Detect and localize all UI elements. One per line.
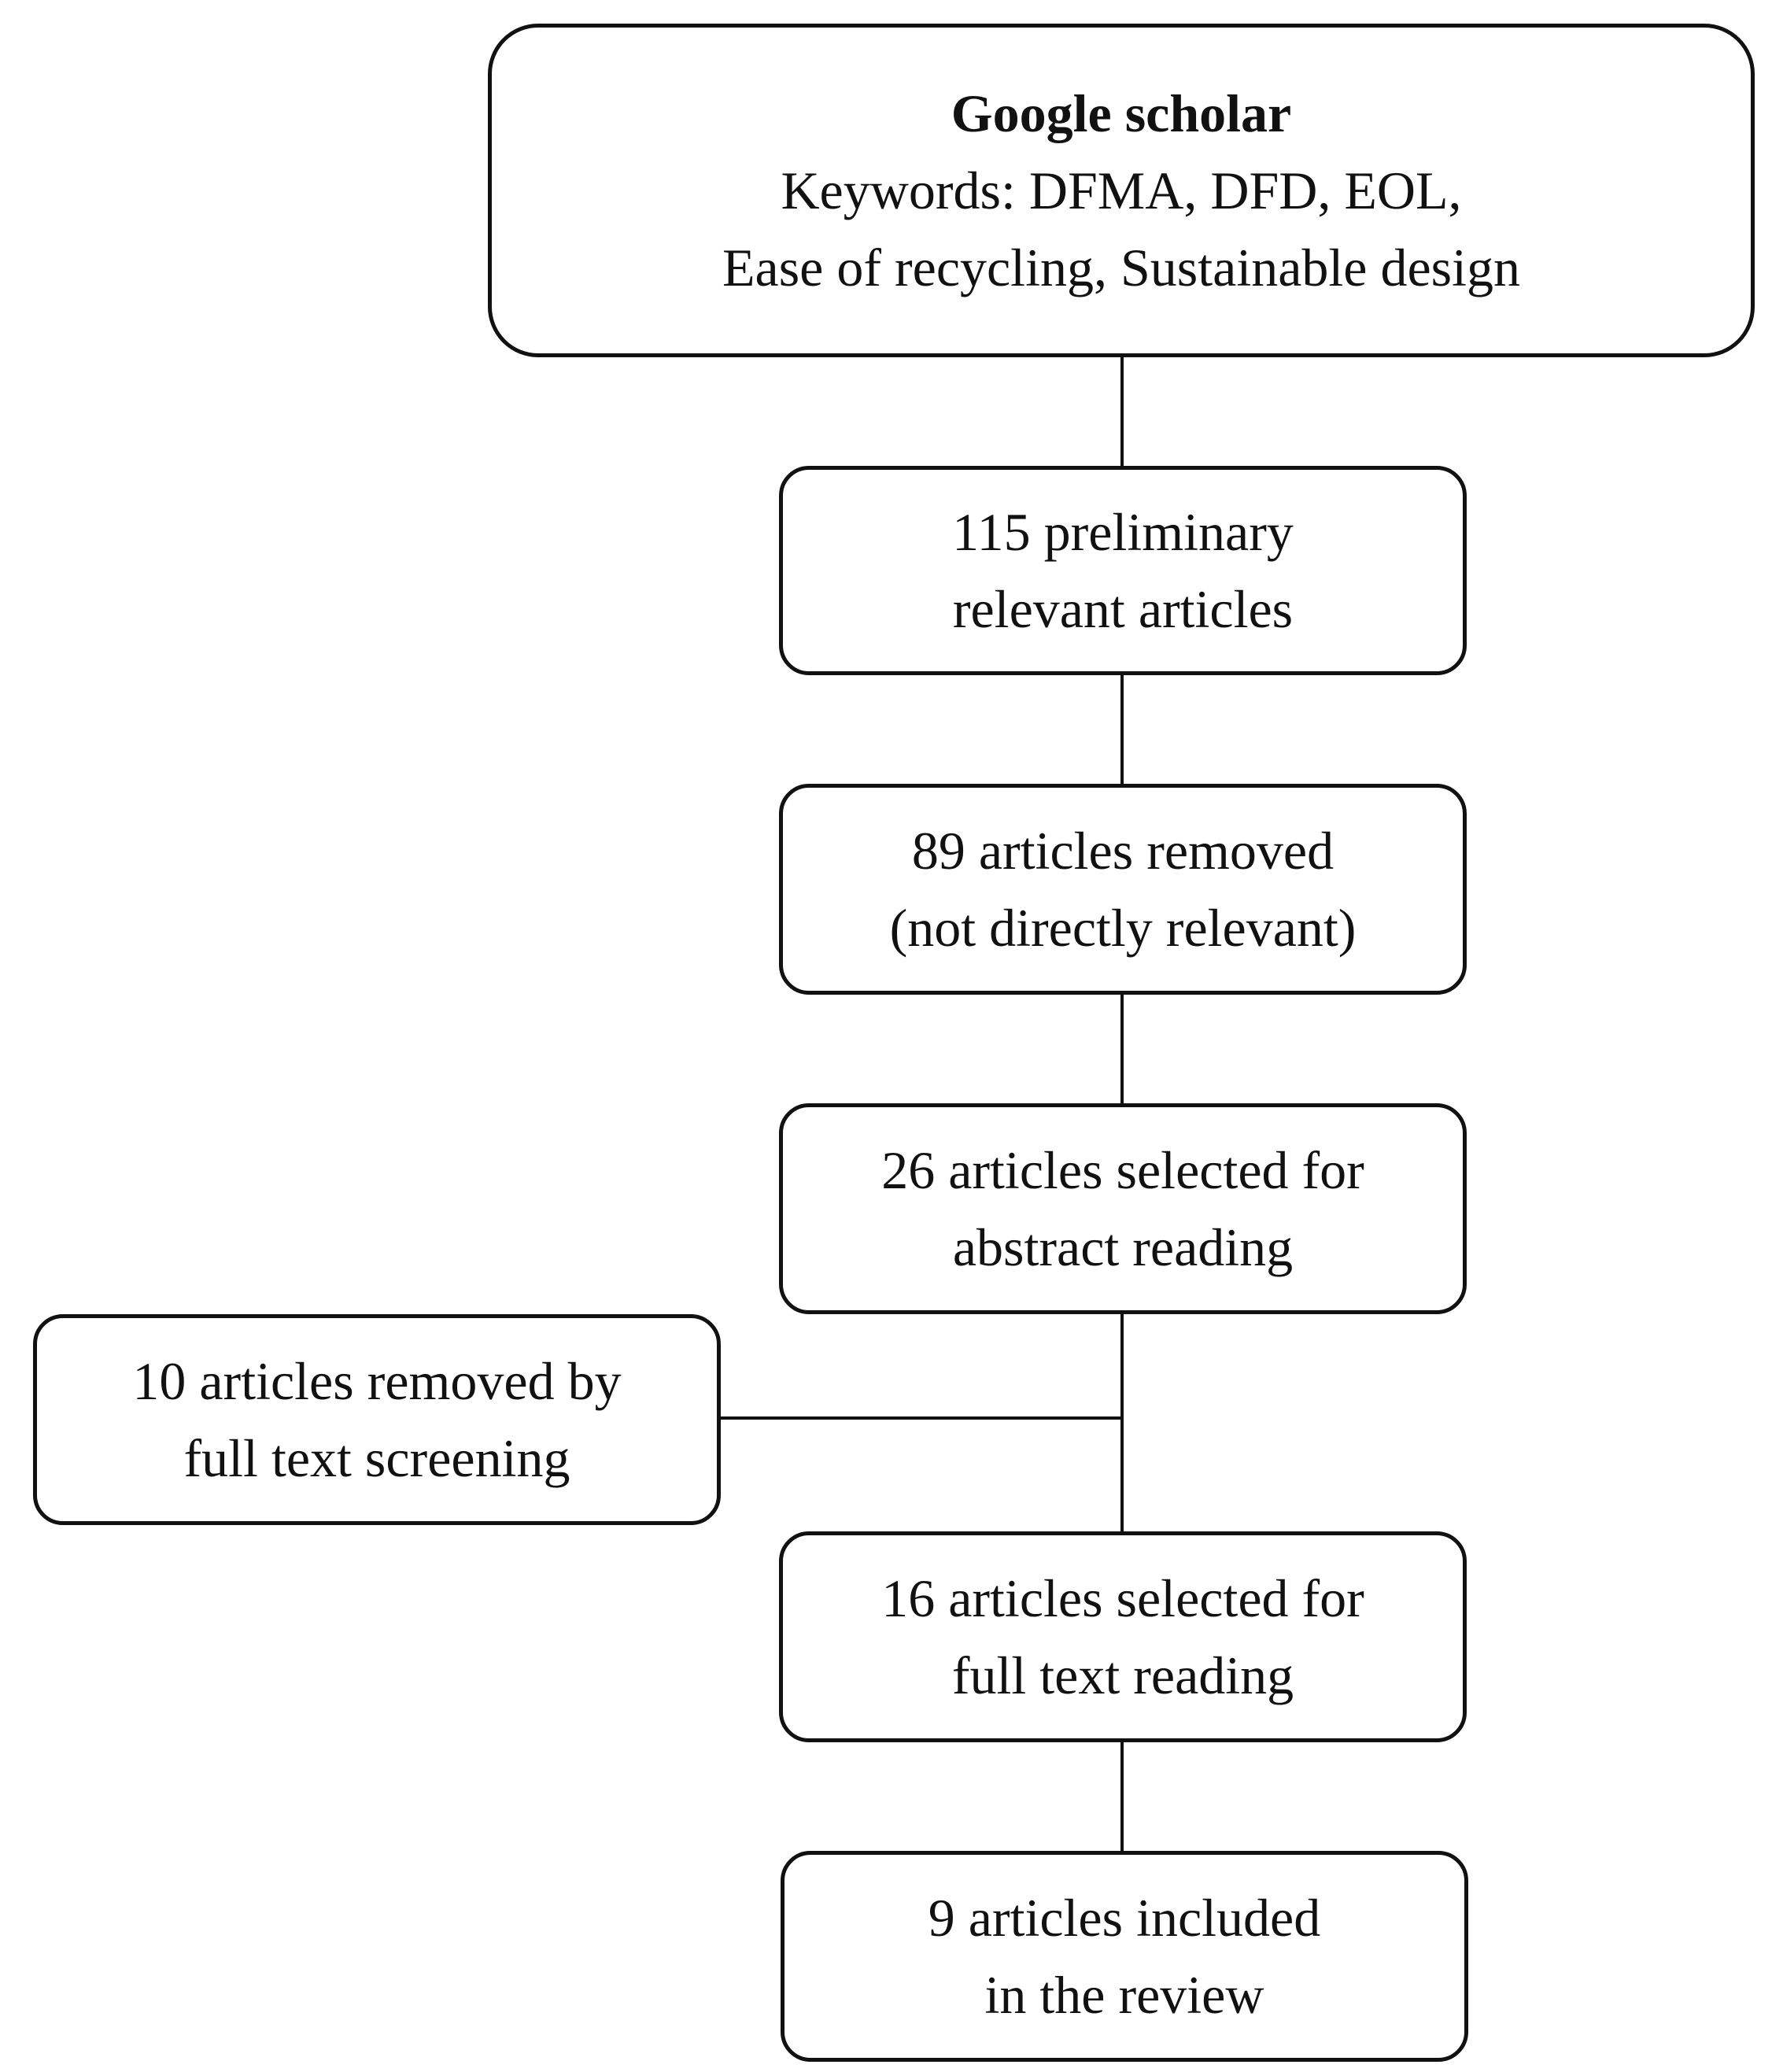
removed-articles-box: 89 articles removed (not directly releva… <box>779 784 1467 995</box>
abstract-reading-box: 26 articles selected for abstract readin… <box>779 1103 1467 1314</box>
included-articles-box: 9 articles included in the review <box>781 1851 1468 2062</box>
connector-preliminary-to-removed <box>1120 672 1124 784</box>
exclusion-line-2: full text screening <box>183 1428 570 1488</box>
connector-removed-to-abstract <box>1120 992 1124 1103</box>
full-text-reading-box: 16 articles selected for full text readi… <box>779 1531 1467 1742</box>
source-keywords-line-2: Ease of recycling, Sustainable design <box>722 238 1521 297</box>
step-5-line-1: 9 articles included <box>928 1888 1321 1948</box>
source-keywords-line-1: Keywords: DFMA, DFD, EOL, <box>781 161 1462 220</box>
step-5-line-2: in the review <box>984 1965 1264 2025</box>
connector-fulltext-to-included <box>1120 1739 1124 1851</box>
step-3-line-1: 26 articles selected for <box>881 1140 1364 1200</box>
step-2-line-2: (not directly relevant) <box>889 898 1357 958</box>
source-title: Google scholar <box>951 83 1292 143</box>
step-1-line-1: 115 preliminary <box>952 502 1294 562</box>
connector-abstract-to-fulltext <box>1120 1311 1124 1531</box>
connector-exclusion-branch <box>718 1416 1124 1420</box>
connector-source-to-preliminary <box>1120 354 1124 466</box>
step-4-line-1: 16 articles selected for <box>881 1568 1364 1628</box>
step-4-line-2: full text reading <box>951 1645 1294 1705</box>
step-3-line-2: abstract reading <box>952 1217 1294 1277</box>
full-text-screening-removed-box: 10 articles removed by full text screeni… <box>33 1314 721 1525</box>
step-2-line-1: 89 articles removed <box>911 821 1335 881</box>
step-1-line-2: relevant articles <box>952 579 1294 639</box>
source-box: Google scholar Keywords: DFMA, DFD, EOL,… <box>488 24 1755 357</box>
exclusion-line-1: 10 articles removed by <box>132 1351 622 1411</box>
preliminary-articles-box: 115 preliminary relevant articles <box>779 466 1467 675</box>
